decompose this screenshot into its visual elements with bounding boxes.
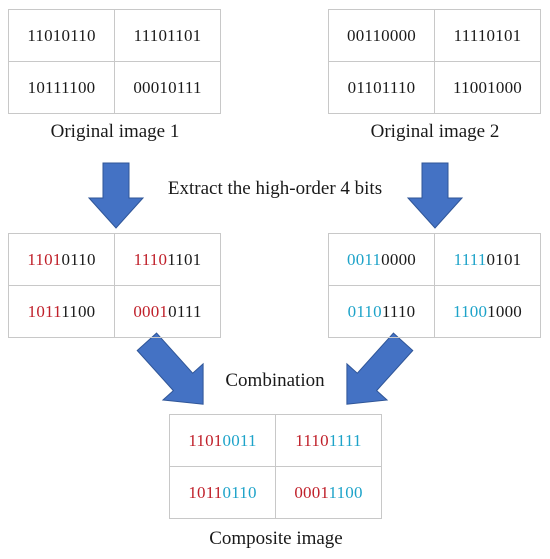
high-bits: 1011 [27, 301, 62, 321]
original-1-cell: 00010111 [114, 61, 221, 114]
low-bits: 0000 [381, 249, 416, 269]
original-image-2-grid: 00110000 11110101 01101110 11001000 [328, 9, 541, 114]
high-bits-from-image-1: 1110 [295, 430, 329, 450]
high-bits-from-image-2: 0011 [222, 430, 257, 450]
composite-cell: 10110110 [169, 466, 276, 519]
low-bits: 0101 [486, 249, 522, 269]
extracted-image-1-grid: 11010110 11101101 10111100 00010111 [8, 233, 221, 338]
extracted-1-cell: 00010111 [114, 285, 221, 338]
low-bits: 1000 [487, 301, 522, 321]
high-bits-from-image-1: 0001 [294, 482, 329, 502]
original-1-cell: 11101101 [114, 9, 221, 62]
extracted-2-cell: 01101110 [328, 285, 435, 338]
high-bits-from-image-2: 0110 [222, 482, 257, 502]
extracted-2-cell: 11001000 [434, 285, 541, 338]
low-bits: 1100 [61, 301, 96, 321]
arrow-down-right-icon [406, 162, 464, 229]
high-bits: 0110 [347, 301, 382, 321]
high-bits: 1100 [453, 301, 488, 321]
original-1-cell: 10111100 [8, 61, 115, 114]
extracted-1-cell: 11101101 [114, 233, 221, 286]
original-image-1-caption: Original image 1 [50, 121, 180, 142]
extract-step-label: Extract the high-order 4 bits [167, 178, 383, 199]
high-bits: 0001 [133, 301, 169, 321]
extracted-2-cell: 00110000 [328, 233, 435, 286]
original-2-cell: 11110101 [434, 9, 541, 62]
original-image-2-caption: Original image 2 [370, 121, 500, 142]
original-2-cell: 00110000 [328, 9, 435, 62]
extracted-1-cell: 11010110 [8, 233, 115, 286]
high-bits-from-image-2: 1100 [328, 482, 363, 502]
high-bits: 1101 [27, 249, 62, 269]
arrow-diagonal-right-icon [346, 332, 414, 405]
extracted-1-cell: 10111100 [8, 285, 115, 338]
high-bits: 1111 [453, 249, 487, 269]
low-bits: 0111 [168, 301, 202, 321]
low-bits: 1101 [167, 249, 202, 269]
original-2-cell: 01101110 [328, 61, 435, 114]
arrow-down-left-icon [87, 162, 145, 229]
combination-step-label: Combination [225, 370, 325, 391]
low-bits: 1110 [381, 301, 416, 321]
original-image-1-grid: 11010110 11101101 10111100 00010111 [8, 9, 221, 114]
composite-cell: 00011100 [275, 466, 382, 519]
composite-cell: 11010011 [169, 414, 276, 467]
low-bits: 0110 [61, 249, 96, 269]
original-2-cell: 11001000 [434, 61, 541, 114]
arrow-diagonal-left-icon [136, 332, 204, 405]
composite-image-grid: 11010011 11101111 10110110 00011100 [169, 414, 382, 519]
extracted-2-cell: 11110101 [434, 233, 541, 286]
original-1-cell: 11010110 [8, 9, 115, 62]
high-bits: 0011 [347, 249, 382, 269]
high-bits-from-image-1: 1011 [188, 482, 223, 502]
composite-image-caption: Composite image [209, 528, 343, 549]
composite-cell: 11101111 [275, 414, 382, 467]
extracted-image-2-grid: 00110000 11110101 01101110 11001000 [328, 233, 541, 338]
high-bits-from-image-1: 1101 [188, 430, 223, 450]
high-bits-from-image-2: 1111 [328, 430, 362, 450]
high-bits: 1110 [133, 249, 168, 269]
